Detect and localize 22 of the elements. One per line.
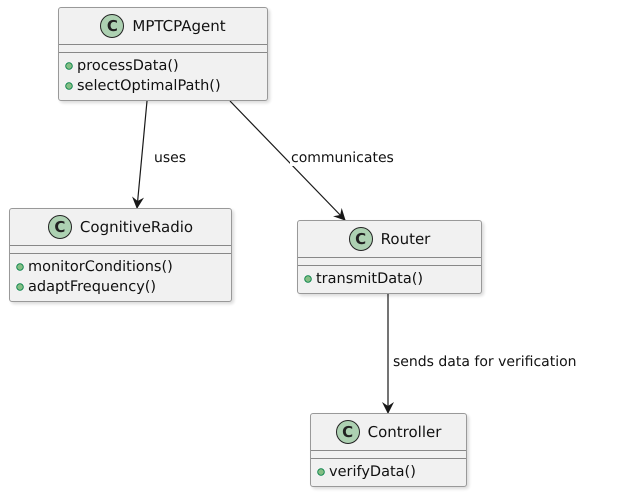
association-arrow	[132, 100, 148, 209]
method-name: transmitData()	[316, 271, 424, 287]
association-arrow	[230, 100, 346, 221]
association-arrow	[382, 294, 394, 414]
class-name: Controller	[368, 423, 442, 441]
method-name: selectOptimalPath()	[77, 78, 221, 94]
class-name: MPTCPAgent	[132, 17, 226, 35]
class-marker: C	[336, 420, 360, 444]
method-name: monitorConditions()	[28, 259, 173, 275]
method-name: verifyData()	[329, 464, 416, 480]
class-box	[58, 7, 268, 101]
class-box	[297, 220, 482, 294]
method-name: adaptFrequency()	[28, 279, 156, 295]
class-marker: C	[100, 14, 124, 38]
class-name: CognitiveRadio	[80, 218, 194, 236]
method-name: processData()	[77, 58, 179, 74]
class-box	[9, 208, 232, 302]
edge-label: communicates	[290, 150, 395, 166]
class-marker: C	[48, 215, 72, 239]
class-name: Router	[380, 230, 430, 248]
class-marker: C	[348, 227, 373, 251]
class-box	[310, 413, 467, 487]
